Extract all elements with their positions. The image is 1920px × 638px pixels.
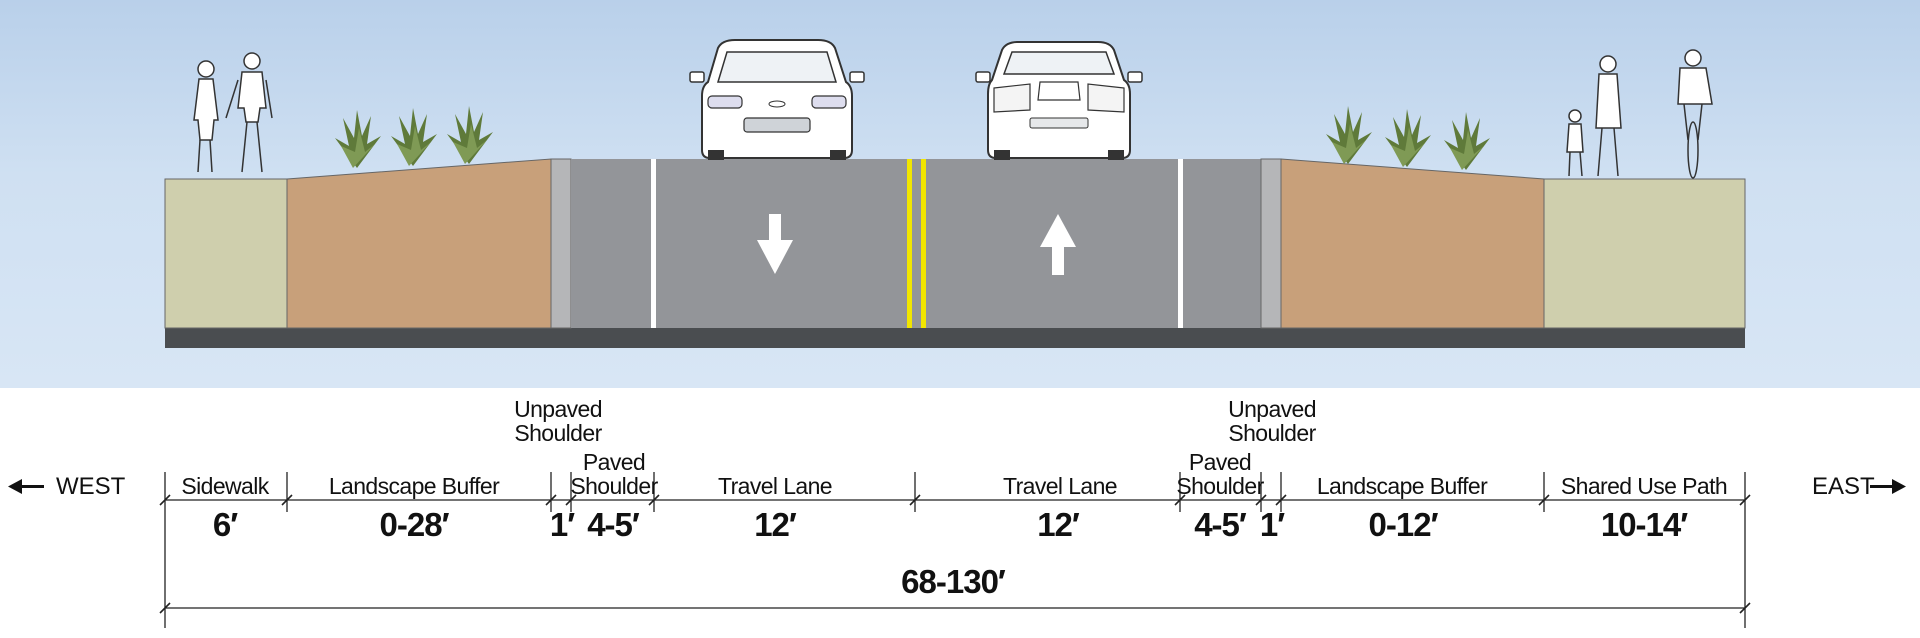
width-sidewalk: 6′ xyxy=(212,506,238,543)
width-west-unpaved-shoulder: 1′ xyxy=(549,506,575,543)
width-east-landscape: 0-12′ xyxy=(1368,506,1439,543)
segment-name-east-landscape: Landscape Buffer xyxy=(1316,473,1488,499)
west-landscape-buffer xyxy=(286,158,552,329)
west-arrow-icon xyxy=(8,479,44,494)
centerline-right xyxy=(921,159,926,328)
segment-name-sidewalk: Sidewalk xyxy=(181,473,269,499)
shared-use-path xyxy=(1543,178,1746,329)
width-west-landscape: 0-28′ xyxy=(379,506,450,543)
east-unpaved-shoulder xyxy=(1260,158,1282,329)
width-west-travel-lane: 12′ xyxy=(754,506,797,543)
northbound-arrow-icon xyxy=(1040,214,1076,275)
width-east-unpaved-shoulder: 1′ xyxy=(1259,506,1285,543)
dimension-lines xyxy=(8,472,1906,628)
east-text: EAST xyxy=(1812,473,1875,500)
west-unpaved-shoulder-label: Unpaved Shoulder xyxy=(514,396,602,446)
width-east-travel-lane: 12′ xyxy=(1037,506,1080,543)
family-walking-icon xyxy=(1566,55,1622,177)
roadway-pavement xyxy=(571,159,1261,328)
west-edge-line xyxy=(651,159,656,328)
east-arrow-icon xyxy=(1870,479,1906,494)
centerline-left xyxy=(907,159,912,328)
east-label: EAST xyxy=(1812,473,1875,501)
east-paved-shoulder-label: Paved Shoulder xyxy=(1176,449,1264,499)
width-east-paved-shoulder: 4-5′ xyxy=(1194,506,1247,543)
street-cross-section xyxy=(164,39,1746,348)
east-unpaved-shoulder-label: Unpaved Shoulder xyxy=(1228,396,1316,446)
cyclist-icon xyxy=(1677,49,1713,179)
east-edge-line xyxy=(1178,159,1183,328)
segment-name-west-landscape: Landscape Buffer xyxy=(328,473,500,499)
east-landscape-buffer xyxy=(1280,158,1545,329)
west-unpaved-shoulder xyxy=(550,158,572,329)
east-shrubs-icon xyxy=(1326,106,1490,170)
segment-name-shared-use-path: Shared Use Path xyxy=(1560,473,1728,499)
total-width: 68-130′ xyxy=(901,563,1006,600)
car-rear-icon xyxy=(975,41,1143,160)
west-label: WEST xyxy=(56,473,125,501)
width-west-paved-shoulder: 4-5′ xyxy=(587,506,640,543)
west-paved-shoulder-label: Paved Shoulder xyxy=(570,449,658,499)
car-front-icon xyxy=(689,39,865,160)
southbound-arrow-icon xyxy=(757,214,793,274)
base-slab xyxy=(165,328,1745,348)
segment-name-west-travel-lane: Travel Lane xyxy=(717,473,833,499)
pedestrians-icon xyxy=(193,52,273,173)
width-shared-use-path: 10-14′ xyxy=(1600,506,1688,543)
west-sidewalk xyxy=(164,178,288,329)
west-text: WEST xyxy=(56,473,126,500)
segment-name-east-travel-lane: Travel Lane xyxy=(1002,473,1118,499)
west-shrubs-icon xyxy=(335,106,493,168)
